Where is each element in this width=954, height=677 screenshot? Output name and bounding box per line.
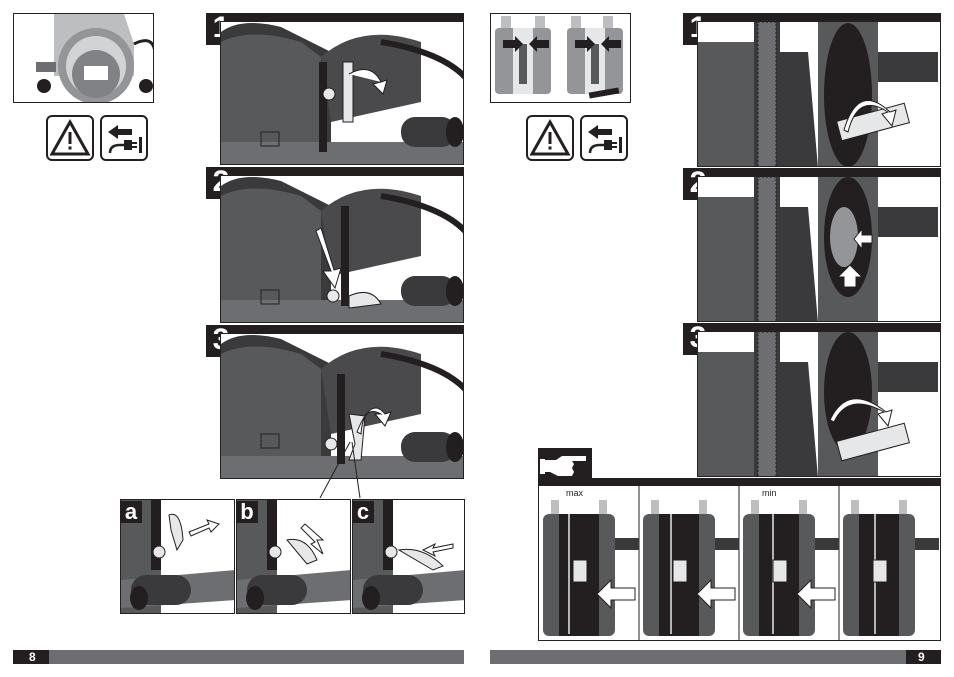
blade-guard-illustration xyxy=(491,14,631,103)
right-step-1-bar xyxy=(683,13,941,21)
step-1-bar xyxy=(206,13,464,21)
right-step-3-illustration xyxy=(697,331,941,477)
min-label: min xyxy=(762,488,777,498)
left-footer-bar xyxy=(13,650,464,664)
depth-clamp xyxy=(573,560,587,582)
step-2-bar xyxy=(206,167,464,175)
right-page-number-text: 9 xyxy=(918,650,925,664)
left-page-number: 8 xyxy=(13,650,49,664)
guard-stud xyxy=(599,500,607,516)
warning-triangle-icon xyxy=(526,115,574,161)
callout-lines xyxy=(300,440,380,500)
detail-b-letter: b xyxy=(236,501,258,523)
max-label: max xyxy=(566,488,583,498)
adjust-panel xyxy=(538,486,941,641)
right-step-3-bar xyxy=(683,323,941,331)
right-step-1-illustration xyxy=(697,21,941,167)
spindle xyxy=(715,538,739,550)
detail-c-letter: c xyxy=(352,501,374,523)
warning-triangle-icon xyxy=(46,115,94,161)
right-footer-bar xyxy=(490,650,941,664)
machine-front-illustration xyxy=(14,14,154,103)
right-page-number: 9 xyxy=(906,650,941,664)
adjust-panel-bar xyxy=(538,478,941,486)
guard-stud xyxy=(799,500,807,516)
spindle xyxy=(915,538,939,550)
blade-guard-thumbnail xyxy=(490,13,631,103)
step-2-illustration xyxy=(220,175,464,323)
guard-stud xyxy=(699,500,707,516)
guard-stud xyxy=(651,500,659,516)
depth-clamp xyxy=(873,560,887,582)
left-page-number-text: 8 xyxy=(29,650,36,664)
right-step-2-bar xyxy=(683,168,941,176)
unplug-icon xyxy=(580,115,628,161)
guard-stud xyxy=(751,500,759,516)
guard-stud xyxy=(551,500,559,516)
unplug-icon xyxy=(100,115,148,161)
depth-clamp xyxy=(773,560,787,582)
step-3-bar xyxy=(206,325,464,333)
guard-stud xyxy=(899,500,907,516)
depth-clamp xyxy=(673,560,687,582)
spindle xyxy=(815,538,839,550)
overview-thumbnail xyxy=(13,13,154,103)
detail-a-letter: a xyxy=(120,501,142,523)
step-1-illustration xyxy=(220,21,464,165)
guard-stud xyxy=(851,500,859,516)
right-step-2-illustration xyxy=(697,176,941,322)
spindle xyxy=(615,538,639,550)
